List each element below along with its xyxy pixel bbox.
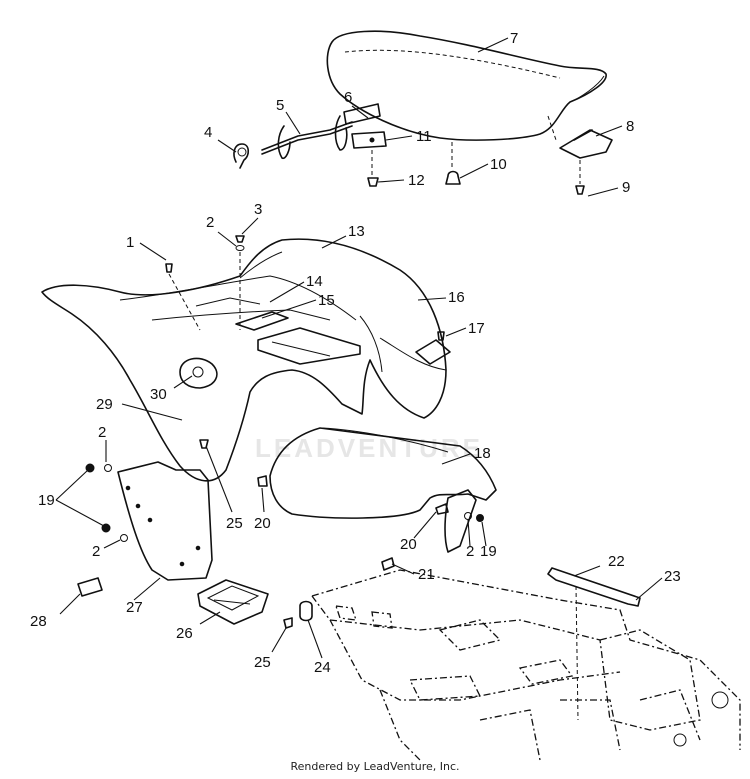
strap-part[interactable]	[547, 567, 641, 607]
washer-2-upper[interactable]	[104, 464, 112, 472]
callout-20-right: 20	[400, 536, 417, 553]
callout-2-left-upper: 2	[98, 424, 106, 441]
watermark-text: LEADVENTURE	[255, 433, 483, 463]
callout-22: 22	[608, 553, 625, 570]
mount-plate-17[interactable]	[415, 339, 451, 365]
callout-15: 15	[318, 292, 335, 309]
footrest-part[interactable]	[197, 579, 269, 625]
callout-2-left-lower: 2	[92, 543, 100, 560]
callout-12: 12	[408, 172, 425, 189]
bolt-21[interactable]	[381, 557, 395, 571]
callout-27: 27	[126, 599, 143, 616]
callout-17: 17	[468, 320, 485, 337]
bolt-20-mid[interactable]	[257, 475, 268, 487]
washer-2-top[interactable]	[235, 245, 245, 251]
screw-9[interactable]	[575, 185, 585, 195]
screw-12[interactable]	[367, 177, 379, 187]
plate-28[interactable]	[77, 577, 103, 597]
callout-26: 26	[176, 625, 193, 642]
callout-29: 29	[96, 396, 113, 413]
fuel-cap-part[interactable]	[179, 357, 218, 389]
callout-20-mid: 20	[254, 515, 271, 532]
callout-28: 28	[30, 613, 47, 630]
callout-18: 18	[474, 445, 491, 462]
callout-10: 10	[490, 156, 507, 173]
washer-2-right[interactable]	[464, 512, 472, 520]
mud-flap-part[interactable]	[117, 461, 213, 581]
callout-11: 11	[416, 128, 432, 145]
callout-23: 23	[664, 568, 681, 585]
callout-30: 30	[150, 386, 167, 403]
callout-25-upper: 25	[226, 515, 243, 532]
callout-16: 16	[448, 289, 465, 306]
callout-14: 14	[306, 273, 323, 290]
callout-1: 1	[126, 234, 134, 251]
rear-fender-part[interactable]	[41, 238, 447, 482]
screw-25-lower[interactable]	[283, 617, 293, 629]
callout-25-lower: 25	[254, 654, 271, 671]
callout-4: 4	[204, 124, 212, 141]
washer-2-lower[interactable]	[120, 534, 128, 542]
screw-1[interactable]	[165, 263, 173, 273]
callout-8: 8	[626, 118, 634, 135]
callout-2-top: 2	[206, 214, 214, 231]
spacer-24[interactable]	[299, 600, 313, 622]
callout-5: 5	[276, 97, 284, 114]
callout-9: 9	[622, 179, 630, 196]
callout-21: 21	[418, 566, 435, 583]
callout-3: 3	[254, 201, 262, 218]
seat-part[interactable]	[326, 30, 607, 141]
callout-2-right: 2	[466, 543, 474, 560]
screw-25-upper[interactable]	[199, 439, 209, 449]
callout-19-right: 19	[480, 543, 497, 560]
callout-24: 24	[314, 659, 331, 676]
footwell-panel-part[interactable]	[269, 427, 497, 519]
bracket-part[interactable]	[351, 131, 387, 149]
callout-6: 6	[344, 89, 352, 106]
screw-3[interactable]	[235, 235, 245, 243]
frame-part	[311, 569, 741, 761]
grommet-10[interactable]	[445, 170, 461, 185]
footer-credit: Rendered by LeadVenture, Inc.	[290, 760, 460, 773]
seat-bracket-part[interactable]	[559, 129, 613, 159]
latch-spring-part[interactable]	[233, 143, 250, 169]
screw-17[interactable]	[437, 331, 445, 341]
bolt-20-right[interactable]	[435, 503, 449, 515]
seat-latch-part[interactable]	[261, 103, 381, 160]
callout-13: 13	[348, 223, 365, 240]
callout-19-left: 19	[38, 492, 55, 509]
callout-7: 7	[510, 30, 518, 47]
nut-19-right[interactable]	[476, 514, 484, 522]
